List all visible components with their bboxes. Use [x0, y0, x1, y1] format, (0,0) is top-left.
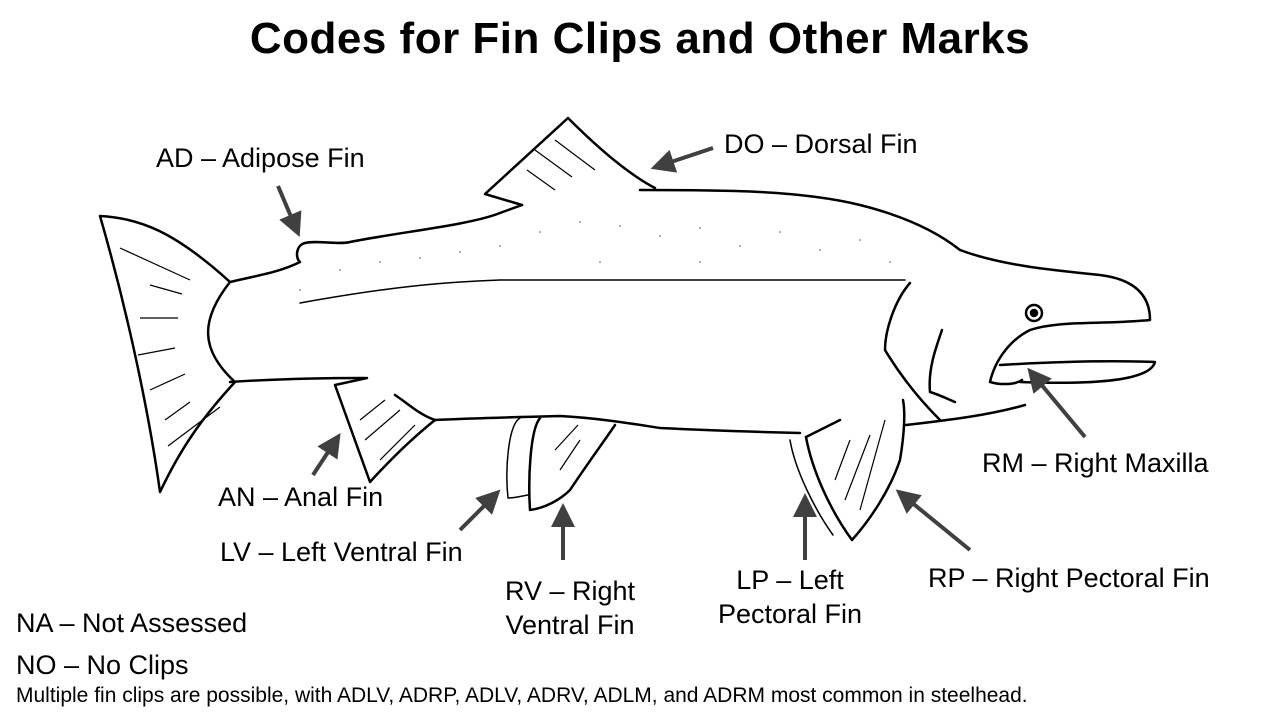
- arrow-dorsal: [650, 146, 714, 173]
- pelvic-fin-left: [506, 417, 529, 499]
- pectoral-fin-left: [789, 439, 834, 536]
- footnote: Multiple fin clips are possible, with AD…: [16, 684, 1028, 707]
- code-no-clips: NO – No Clips: [16, 650, 189, 680]
- caudal-fin: [98, 214, 237, 494]
- arrow-left-ventral: [458, 489, 501, 532]
- arrow-right-pectoral: [895, 489, 972, 552]
- label-anal: AN – Anal Fin: [218, 482, 384, 512]
- label-left-pectoral: LP – Left Pectoral Fin: [717, 565, 863, 629]
- arrow-anal: [311, 432, 341, 477]
- pectoral-fin-right: [804, 398, 906, 542]
- pelvic-fin-right: [528, 416, 617, 512]
- arrow-right-maxilla: [1027, 367, 1087, 439]
- page-title: Codes for Fin Clips and Other Marks: [249, 14, 1031, 63]
- label-left-ventral: LV – Left Ventral Fin: [220, 537, 463, 567]
- dorsal-fin: [483, 116, 657, 207]
- label-dorsal: DO – Dorsal Fin: [724, 129, 918, 159]
- code-not-assessed: NA – Not Assessed: [16, 608, 248, 638]
- arrow-adipose: [276, 185, 302, 238]
- label-adipose: AD – Adipose Fin: [156, 143, 365, 173]
- label-right-maxilla: RM – Right Maxilla: [982, 448, 1209, 478]
- label-right-ventral: RV – Right Ventral Fin: [504, 576, 636, 640]
- label-right-pectoral: RP – Right Pectoral Fin: [928, 563, 1210, 593]
